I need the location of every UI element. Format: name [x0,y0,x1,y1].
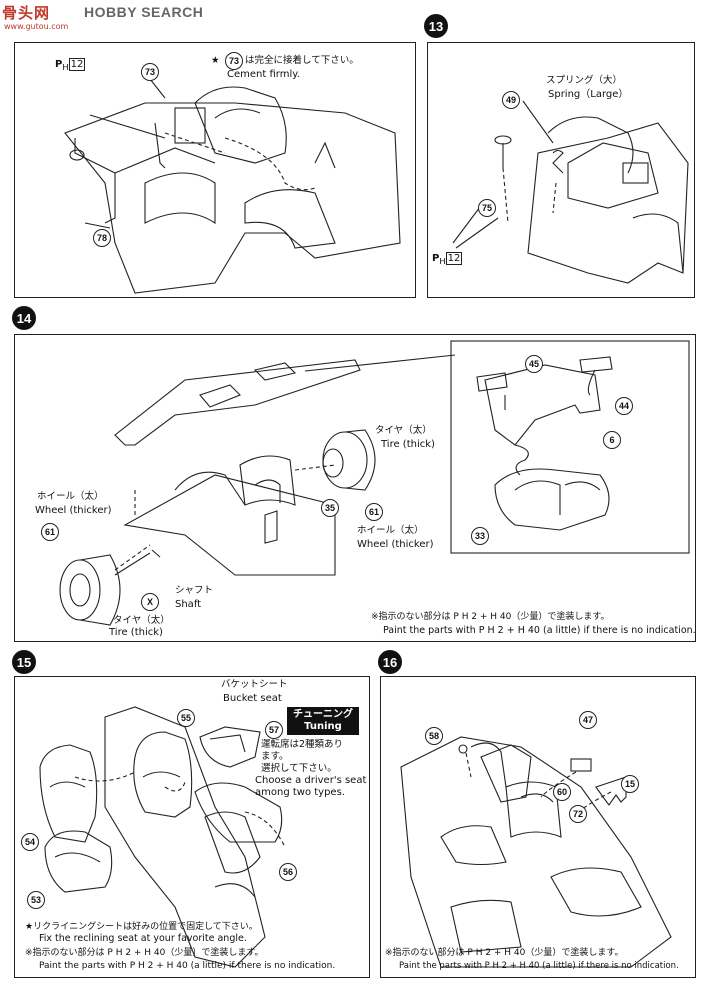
part-57-callout: 57 [265,721,283,739]
wheel-thicker-right-en: Wheel (thicker) [357,539,434,550]
part-61-left-callout: 61 [41,523,59,541]
reclining-seat-note-ja: ★リクライニングシートは好みの位置で固定して下さい。 [25,922,258,932]
part-54-callout: 54 [21,833,39,851]
driver-seat-choice-ja-1: 運転席は2種類あり [261,739,344,750]
driver-seat-choice-en-2: among two types. [255,787,345,798]
part-73-note-ref: 73 [225,52,243,70]
step-14-illustration [59,340,690,626]
part-44-callout: 44 [615,397,633,415]
driver-seat-choice-en-1: Choose a driver's seat [255,775,367,786]
site-header: 骨头网 HOBBY SEARCH www.gutou.com [0,0,706,31]
tuning-badge: チューニング Tuning [287,707,359,735]
step-15-paint-note-ja: ※指示のない部分は P H 2 + H 40（少量）で塗装します。 [25,948,264,958]
step-16-paint-note-ja: ※指示のない部分は P H 2 + H 40（少量）で塗装します。 [385,948,624,958]
step-15-panel: バケットシート Bucket seat チューニング Tuning 55 57 … [14,676,370,978]
spring-large-label-ja: スプリング（大） [546,75,623,86]
reclining-seat-note-en: Fix the reclining seat at your favorite … [39,933,247,944]
part-6-callout: 6 [603,431,621,449]
step-16-illustration [400,736,672,968]
part-55-callout: 55 [177,709,195,727]
wheel-thicker-left-ja: ホイール（太） [37,491,104,502]
part-15-callout: 15 [621,775,639,793]
driver-seat-choice-ja-3: 選択して下さい。 [261,763,337,774]
bucket-seat-label-ja: バケットシート [221,679,288,690]
step-14-number: 14 [12,306,36,330]
part-47-callout: 47 [579,711,597,729]
wheel-thicker-right-ja: ホイール（太） [357,525,424,536]
bucket-seat-label-en: Bucket seat [223,693,282,704]
tire-thick-right-en: Tire (thick) [381,439,435,450]
step-16-number: 16 [378,650,402,674]
step-12-illustration [64,78,401,294]
step-15-number: 15 [12,650,36,674]
shaft-label-en: Shaft [175,599,202,610]
site-search-title: HOBBY SEARCH [84,4,204,20]
tire-thick-left-ja: タイヤ（太） [113,615,170,626]
step-15-paint-note-en: Paint the parts with P H 2 + H 40 (a lit… [39,961,336,971]
step-12-note-en: Cement firmly. [227,69,300,80]
site-logo: 骨头网 [2,5,51,22]
step-13-number: 13 [424,14,448,38]
tuning-badge-ja: チューニング [293,709,353,720]
tire-thick-right-ja: タイヤ（太） [375,425,432,436]
tuning-badge-en: Tuning [304,721,342,732]
wheel-thicker-left-en: Wheel (thicker) [35,505,112,516]
part-75-callout: 75 [478,199,496,217]
part-58-callout: 58 [425,727,443,745]
part-60-callout: 60 [553,783,571,801]
part-35-callout: 35 [321,499,339,517]
part-x-shaft-callout: X [141,593,159,611]
part-73-callout: 73 [141,63,159,81]
driver-seat-choice-ja-2: ます。 [261,751,289,762]
site-url: www.gutou.com [4,22,69,31]
spring-large-label-en: Spring（Large） [548,89,629,100]
step-12-note-ja: は完全に接着して下さい。 [245,55,359,66]
step-15-illustration [39,706,286,968]
part-78-callout: 78 [93,229,111,247]
step-14-panel: 45 44 6 33 タイヤ（太） Tire (thick) 61 35 ホイー… [14,334,696,642]
step-14-paint-note-en: Paint the parts with P H 2 + H 40 (a lit… [383,625,696,636]
tire-thick-left-en: Tire (thick) [109,627,163,638]
step-12-note-star: ★ [211,55,220,66]
step-14-paint-note-ja: ※指示のない部分は P H 2 + H 40（少量）で塗装します。 [371,612,610,622]
shaft-label-ja: シャフト [175,585,214,596]
part-45-callout: 45 [525,355,543,373]
part-61-right-callout: 61 [365,503,383,521]
step-16-paint-note-en: Paint the parts with P H 2 + H 40 (a lit… [399,961,679,971]
part-49-callout: 49 [502,91,520,109]
part-53-callout: 53 [27,891,45,909]
part-72-callout: 72 [569,805,587,823]
part-33-callout: 33 [471,527,489,545]
part-56-callout: 56 [279,863,297,881]
step-16-panel: 58 47 15 60 72 ※指示のない部分は P H 2 + H 40（少量… [380,676,696,978]
